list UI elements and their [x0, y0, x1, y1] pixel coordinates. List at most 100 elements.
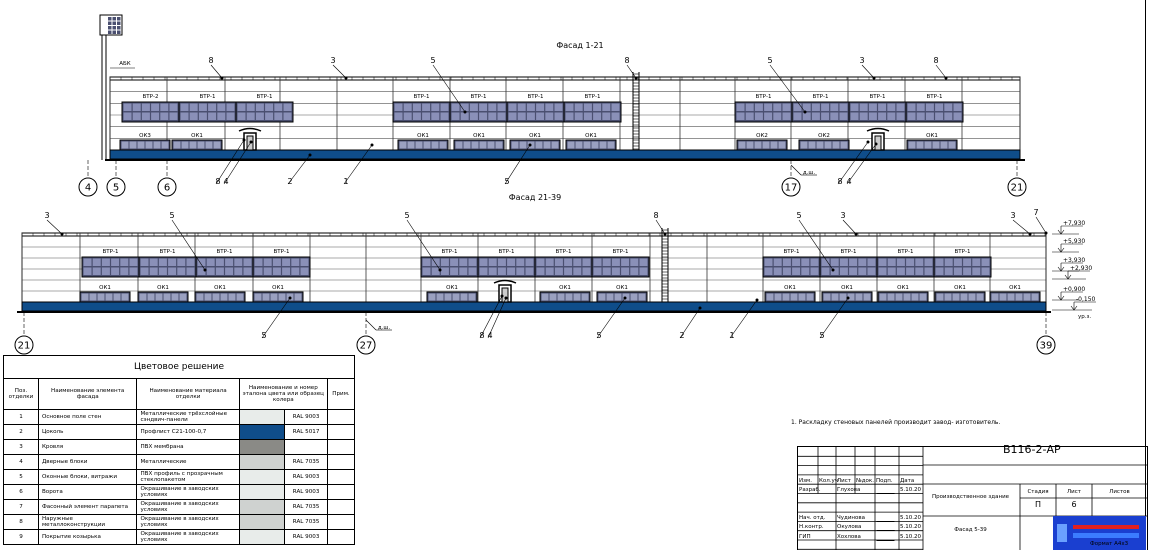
tb-name: Хохлова [837, 534, 861, 540]
row-element: Ворота [37, 484, 138, 500]
callout-label: 5 [796, 211, 801, 220]
callout-label: 8 [479, 331, 484, 340]
row-element: Основное поле стен [37, 409, 138, 425]
ok-label: ОК1 [99, 285, 111, 291]
ok-window [137, 291, 189, 303]
callout-label: 4 [223, 177, 228, 186]
axis-marker [1036, 335, 1056, 355]
axis-label: 39 [1040, 341, 1053, 352]
color-swatch [238, 514, 286, 530]
row-material: Металлические трёхслойные сэндвич-панели [136, 409, 240, 425]
sheet-value: 6 [1071, 500, 1077, 509]
btr-window [933, 256, 992, 278]
tb-name: Чудинова [837, 515, 865, 521]
ok-window [194, 291, 246, 303]
btr-window [791, 101, 850, 123]
callout-label: 8 [653, 211, 658, 220]
btr-window [876, 256, 935, 278]
tb-col-header: Дата [900, 478, 915, 484]
axis-marker [14, 335, 34, 355]
ok-window [764, 291, 816, 303]
btr-label: ВТР-1 [870, 94, 886, 100]
tb-role: Нач. отд. [799, 515, 826, 521]
row-pos: 7 [3, 499, 39, 515]
row-ral: RAL 7035 [284, 514, 328, 530]
color-swatch [238, 529, 286, 545]
facade-21-39 [14, 216, 1056, 355]
header-pos: Поз. отделки [3, 378, 39, 410]
ok-window [565, 139, 617, 151]
btr-label: ВТР-1 [160, 249, 176, 255]
ok-label: ОК3 [139, 133, 151, 139]
tb-col-header: Лист [837, 478, 851, 484]
tb-role: Разраб. [799, 487, 821, 493]
ok-label: ОК1 [272, 285, 284, 291]
ok-window [119, 139, 171, 151]
row-element: Кровля [37, 439, 138, 455]
btr-label: ВТР-1 [274, 249, 290, 255]
btr-window [138, 256, 197, 278]
row-ral: RAL 9003 [284, 484, 328, 500]
axis-label: 21 [18, 341, 31, 352]
axis-label: 5 [113, 183, 119, 194]
row-ral [284, 439, 328, 455]
row-material: Окрашивание в заводских условиях [136, 529, 240, 545]
color-swatch [238, 499, 286, 515]
ok-label: ОК1 [446, 285, 458, 291]
ok-window [596, 291, 648, 303]
object-name: Производственное здание [931, 494, 1010, 500]
row-element: Покрытие козырька [37, 529, 138, 545]
axis-label: 4 [85, 183, 91, 194]
ok-label: ОК1 [559, 285, 571, 291]
color-table-row: 5 Оконные блоки, витражи ПВХ профиль с п… [3, 469, 355, 485]
elevation-mark: +2,930 [1070, 265, 1092, 272]
row-pos: 4 [3, 454, 39, 470]
btr-window [81, 256, 140, 278]
row-pos: 8 [3, 514, 39, 530]
btr-window [734, 101, 793, 123]
row-ral: RAL 7035 [284, 499, 328, 515]
ok-label: ОК1 [954, 285, 966, 291]
btr-window [563, 101, 622, 123]
sheets-label: Листов [1109, 489, 1130, 495]
abk-label: АБК [119, 61, 131, 67]
color-table-row: 8 Наружные металлоконструкции Окрашивани… [3, 514, 355, 530]
header-color: Наименование и номер эталона цвета или о… [238, 378, 329, 410]
axis-marker [1007, 177, 1027, 197]
btr-window [848, 101, 907, 123]
btr-label: ВТР-1 [841, 249, 857, 255]
elevation-mark: +0,900 [1063, 286, 1085, 293]
callout-label: 1 [343, 177, 348, 186]
facade-title: Фасад 21-39 [509, 193, 561, 202]
ground-level-label: ур.з. [1078, 314, 1091, 320]
ok-label: ОК1 [616, 285, 628, 291]
ok-label: ОК2 [756, 133, 768, 139]
sheet-label: Лист [1067, 489, 1081, 495]
color-table-row: 2 Цоколь Профлист С21-100-0,7 RAL 5017 [3, 424, 355, 440]
facade-1-21 [78, 64, 1027, 197]
row-element: Фасонный элемент парапета [37, 499, 138, 515]
ok-window [934, 291, 986, 303]
row-material: Металлические [136, 454, 240, 470]
btr-label: ВТР-1 [613, 249, 629, 255]
btr-label: ВТР-1 [200, 94, 216, 100]
facade-title: Фасад 1-21 [556, 41, 603, 50]
btr-label: ВТР-2 [143, 94, 159, 100]
row-pos: 1 [3, 409, 39, 425]
elevation-mark: +3,930 [1063, 257, 1085, 264]
btr-label: ВТР-1 [784, 249, 800, 255]
tb-name: Окулова [837, 524, 862, 530]
row-ral: RAL 9003 [284, 409, 328, 425]
btr-window [235, 101, 294, 123]
callout-label: 5 [504, 177, 509, 186]
axis-marker [356, 335, 376, 355]
ok-window [252, 291, 304, 303]
ok-label: ОК1 [214, 285, 226, 291]
ok-label: ОК1 [417, 133, 429, 139]
tb-role: ГИП [799, 534, 811, 540]
tb-role: Н.контр. [799, 524, 824, 530]
color-table: Цветовое решение Поз. отделки Наименован… [3, 355, 355, 545]
btr-window [534, 256, 593, 278]
color-swatch [238, 454, 286, 470]
row-element: Оконные блоки, витражи [37, 469, 138, 485]
